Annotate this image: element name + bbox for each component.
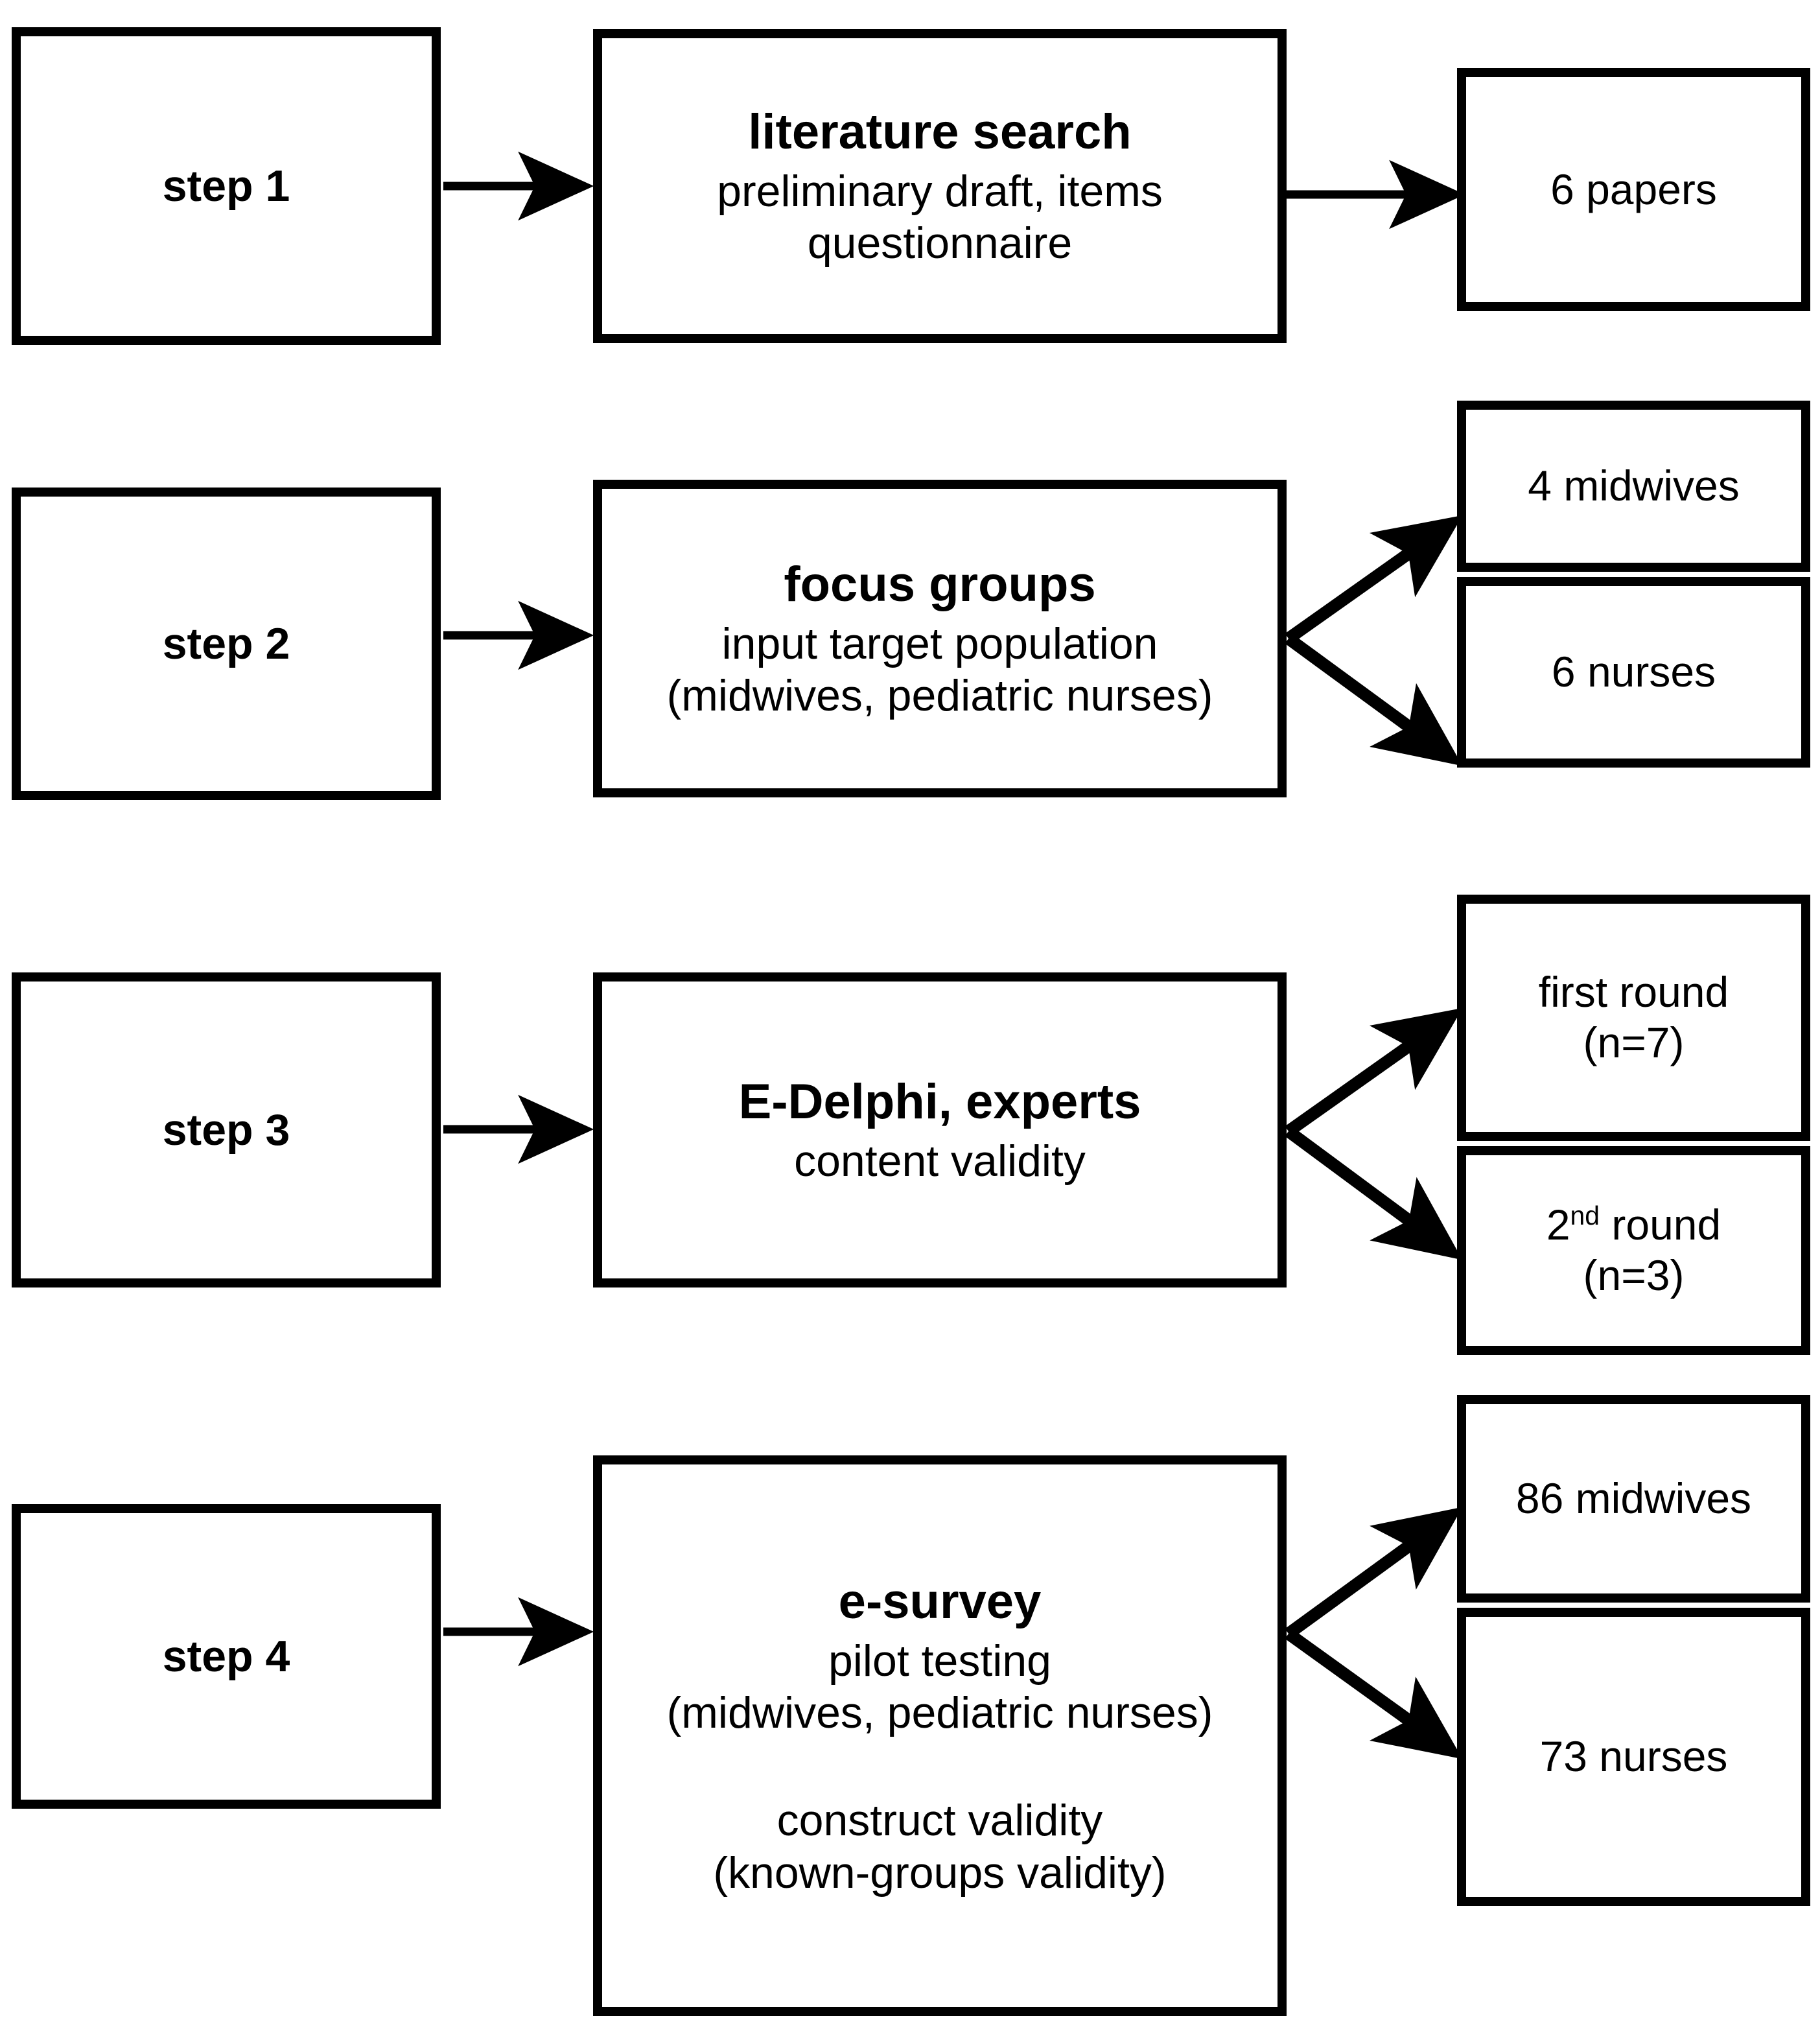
output-73-nurses-box[interactable]: 73 nurses: [1457, 1608, 1810, 1906]
arrow-process3-to-output3a: [1285, 1007, 1463, 1136]
arrow-process4-to-output4a: [1285, 1507, 1463, 1639]
process-2-line-2: (midwives, pediatric nurses): [666, 670, 1213, 720]
process-1-line-1: preliminary draft, items: [717, 166, 1163, 216]
output-second-round-n: (n=3): [1583, 1251, 1685, 1299]
process-4-box[interactable]: e-survey pilot testing (midwives, pediat…: [593, 1455, 1287, 2016]
output-second-round-label: 2nd round: [1466, 1200, 1801, 1251]
process-4-line-3: construct validity: [776, 1796, 1103, 1846]
process-2-line-1: input target population: [721, 618, 1158, 668]
output-first-round-box[interactable]: first round (n=7): [1457, 895, 1810, 1141]
arrow-process4-to-output4b: [1285, 1628, 1463, 1759]
output-6-nurses-label: 6 nurses: [1551, 648, 1716, 696]
output-6-papers-box[interactable]: 6 papers: [1457, 68, 1810, 311]
process-4-line-2: (midwives, pediatric nurses): [666, 1688, 1213, 1738]
process-1-line-2: questionnaire: [807, 218, 1073, 268]
output-4-midwives-label: 4 midwives: [1528, 462, 1740, 510]
output-6-papers-label: 6 papers: [1550, 165, 1717, 213]
process-3-line-1: content validity: [794, 1136, 1086, 1186]
step-1-box[interactable]: step 1: [12, 27, 441, 345]
step-2-label: step 2: [162, 618, 290, 668]
output-first-round-n: (n=7): [1583, 1018, 1685, 1066]
step-1-label: step 1: [162, 161, 290, 211]
process-4-line-1: pilot testing: [828, 1636, 1051, 1686]
step-2-box[interactable]: step 2: [12, 488, 441, 800]
process-3-box[interactable]: E-Delphi, experts content validity: [593, 972, 1287, 1287]
process-1-box[interactable]: literature search preliminary draft, ite…: [593, 29, 1287, 343]
step-3-box[interactable]: step 3: [12, 972, 441, 1287]
output-6-nurses-box[interactable]: 6 nurses: [1457, 577, 1810, 768]
process-2-box[interactable]: focus groups input target population (mi…: [593, 480, 1287, 797]
output-86-midwives-label: 86 midwives: [1515, 1474, 1752, 1523]
output-73-nurses-label: 73 nurses: [1539, 1732, 1728, 1781]
process-4-line-4: (known-groups validity): [713, 1848, 1167, 1898]
output-second-round-box[interactable]: 2nd round (n=3): [1457, 1146, 1810, 1355]
output-second-round-word: round: [1600, 1201, 1721, 1249]
process-3-title: E-Delphi, experts: [738, 1074, 1141, 1130]
output-first-round-label: first round: [1538, 968, 1729, 1017]
arrow-process2-to-output2a: [1285, 515, 1463, 644]
output-4-midwives-box[interactable]: 4 midwives: [1457, 401, 1810, 572]
process-1-title: literature search: [748, 104, 1132, 159]
arrow-process2-to-output2b: [1285, 633, 1463, 766]
step-3-label: step 3: [162, 1105, 290, 1155]
output-second-round-ordinal: 2: [1546, 1201, 1570, 1249]
output-86-midwives-box[interactable]: 86 midwives: [1457, 1395, 1810, 1603]
process-2-title: focus groups: [784, 556, 1096, 612]
process-4-title: e-survey: [838, 1574, 1042, 1630]
output-second-round-suffix: nd: [1570, 1201, 1600, 1231]
arrow-process3-to-output3b: [1285, 1126, 1463, 1260]
step-4-box[interactable]: step 4: [12, 1504, 441, 1809]
step-4-label: step 4: [162, 1631, 290, 1681]
